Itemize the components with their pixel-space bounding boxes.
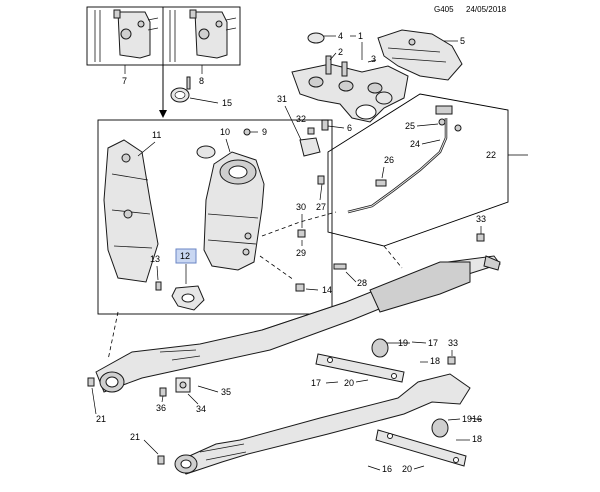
callout-29: 29: [296, 248, 306, 258]
callout-10: 10: [220, 127, 230, 137]
part-31-bracket: [299, 137, 321, 157]
part-27-clip: [317, 175, 325, 185]
sensor-group-box: [327, 93, 509, 247]
callout-26: 26: [384, 155, 394, 165]
callout-22: 22: [486, 150, 496, 160]
part-exhaust-manifold: [291, 55, 409, 123]
callout-33-bottom: 33: [448, 338, 458, 348]
part-5-heat-shield: [377, 29, 463, 81]
part-11-heat-shield: [103, 139, 159, 283]
callout-3: 3: [371, 54, 376, 64]
callout-18-bottom: 18: [472, 434, 482, 444]
part-10-particulate-filter: [203, 151, 265, 271]
dpf-detail-box: [97, 119, 333, 315]
part-32-nut: [307, 127, 315, 135]
diagram-ref-code: G405: [434, 5, 454, 14]
part-28-stud: [333, 263, 347, 270]
callout-17-top: 17: [428, 338, 438, 348]
inset-7-bracket: [94, 9, 159, 62]
callout-20-top: 20: [344, 378, 354, 388]
callout-24: 24: [410, 139, 420, 149]
callout-13: 13: [150, 254, 160, 264]
part-19-hanger-top: [371, 338, 389, 358]
part-30-nut: [297, 229, 306, 238]
part-12-gasket: [171, 285, 205, 311]
callout-15: 15: [222, 98, 232, 108]
part-4-gasket: [307, 32, 325, 44]
callout-11: 11: [152, 130, 161, 140]
part-21-clamp-top: [87, 377, 95, 387]
part-36-bolt: [159, 387, 167, 397]
callout-18-top: 18: [430, 356, 440, 366]
part-17-front-pipe-muffler: [95, 255, 501, 393]
part-33-bolt-top: [476, 233, 485, 242]
callout-2: 2: [338, 47, 343, 57]
callout-7: 7: [122, 76, 127, 86]
part-15-gasket: [170, 76, 191, 103]
part-34-pipe-clamp: [175, 377, 191, 393]
callout-1: 1: [358, 31, 363, 41]
callout-14: 14: [322, 285, 332, 295]
part-19-hanger-bottom: [431, 418, 449, 438]
callout-28: 28: [357, 278, 367, 288]
part-10-gasket: [196, 145, 216, 159]
part-33-bolt-bottom: [447, 356, 456, 365]
callout-31: 31: [277, 94, 287, 104]
part-14-nut: [295, 283, 305, 292]
arrow-down-icon: [159, 110, 167, 118]
callout-4: 4: [338, 31, 343, 41]
part-13-bolt: [155, 281, 162, 291]
part-21-clamp-bottom: [157, 455, 165, 465]
callout-35: 35: [221, 387, 231, 397]
callout-21-bottom: 21: [130, 432, 140, 442]
callout-27: 27: [316, 202, 326, 212]
part-6-bolt: [321, 119, 329, 131]
callout-16-bottom: 16: [382, 464, 392, 474]
callout-8: 8: [199, 76, 204, 86]
highlight-part-12: [175, 248, 197, 264]
callout-9: 9: [262, 127, 267, 137]
callout-19-bottom: 19: [462, 414, 472, 424]
part-20-bracket-top: [315, 353, 405, 383]
callout-5: 5: [460, 36, 465, 46]
callout-20-bottom: 20: [402, 464, 412, 474]
callout-33-top: 33: [476, 214, 486, 224]
part-16-rear-pipe: [174, 373, 471, 475]
inset-8-bracket: [169, 9, 237, 62]
part-26-sensor-pipe: [347, 105, 462, 214]
callout-25: 25: [405, 121, 415, 131]
diagram-date: 24/05/2018: [466, 5, 507, 14]
callout-32: 32: [296, 114, 306, 124]
callout-17-mid: 17: [311, 378, 321, 388]
part-3-gasket: [375, 91, 393, 105]
inset-detail-panels: [86, 6, 241, 74]
callout-36: 36: [156, 403, 166, 413]
callout-30: 30: [296, 202, 306, 212]
callout-6: 6: [347, 123, 352, 133]
callout-34: 34: [196, 404, 206, 414]
callout-21-top: 21: [96, 414, 106, 424]
part-20-bracket-bottom: [375, 429, 467, 467]
callout-12: 12: [180, 251, 190, 261]
part-9-nut: [243, 128, 251, 136]
